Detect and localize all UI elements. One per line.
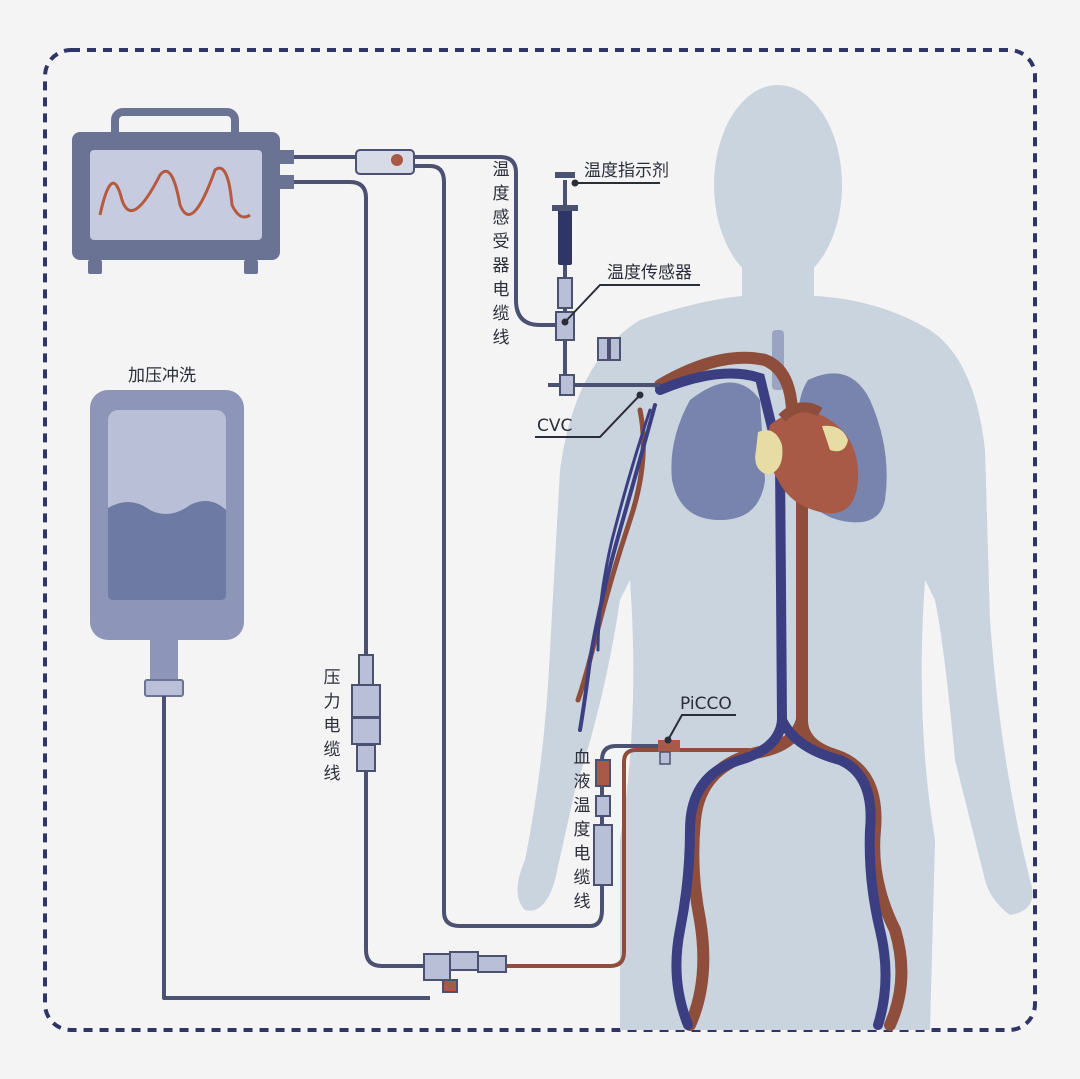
picco-connector bbox=[658, 740, 680, 765]
monitor-screen bbox=[90, 150, 262, 240]
flush-bag bbox=[90, 390, 244, 697]
label-cvc: CVC bbox=[537, 416, 573, 436]
veins bbox=[578, 368, 891, 1030]
cvc-return-line bbox=[415, 164, 660, 928]
label-temp-indicator: 温度指示剂 bbox=[584, 161, 669, 181]
monitor bbox=[72, 108, 294, 274]
label-temp-sensor: 温度传感器 bbox=[607, 263, 692, 283]
heart bbox=[755, 402, 859, 514]
cables bbox=[162, 155, 660, 1000]
label-picco: PiCCO bbox=[680, 694, 732, 714]
temp-receiver-cable-line bbox=[415, 155, 560, 327]
label-pressure-cable: 压力电缆线 bbox=[323, 668, 341, 784]
bag-tube bbox=[162, 696, 430, 1000]
arterial-catheter-line bbox=[505, 748, 750, 968]
cable-connectors bbox=[351, 149, 613, 993]
syringe bbox=[552, 172, 621, 396]
bag-fluid bbox=[108, 501, 226, 600]
left-lung bbox=[671, 382, 765, 520]
pressure-cable-line bbox=[294, 180, 440, 968]
dashed-border bbox=[43, 48, 1037, 1032]
label-blood-temp-cable: 血液温度电缆线 bbox=[573, 748, 591, 912]
label-temp-receiver-cable: 温度感受器电缆线 bbox=[492, 160, 510, 348]
label-pressure-flush: 加压冲洗 bbox=[128, 366, 196, 386]
leader-dots bbox=[561, 179, 672, 744]
human-body bbox=[517, 85, 1033, 1030]
monitor-waveform bbox=[98, 166, 251, 219]
